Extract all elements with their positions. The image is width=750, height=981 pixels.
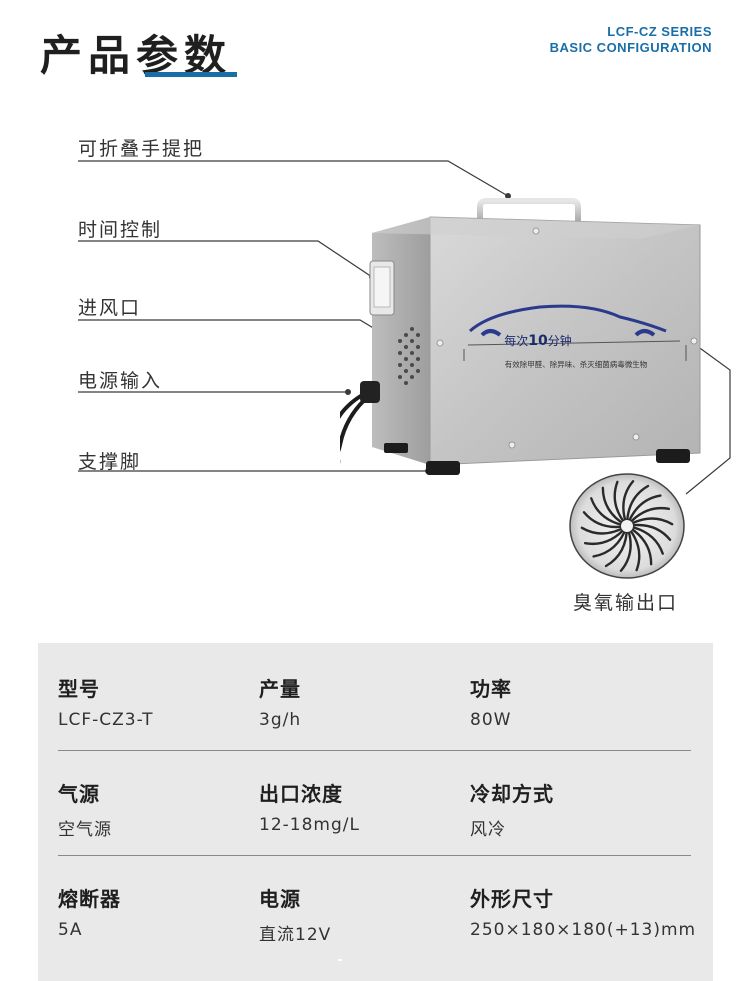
- spec-outlet-concentration: 出口浓度 12-18mg/L: [259, 778, 360, 835]
- spec-label: 型号: [58, 677, 100, 701]
- spec-value: 空气源: [58, 820, 112, 840]
- spec-label: 功率: [470, 677, 512, 701]
- spec-dimensions: 外形尺寸 250×180×180(+13)mm: [470, 883, 696, 940]
- title-underline: [145, 72, 237, 77]
- handle: [477, 198, 581, 230]
- leader-line-outlet: [685, 345, 731, 495]
- spec-power-supply: 电源 直流12V: [259, 883, 331, 945]
- spec-row: 气源 空气源 出口浓度 12-18mg/L 冷却方式 风冷: [38, 748, 713, 853]
- spec-power: 功率 80W: [470, 673, 512, 730]
- air-inlet-grille: [398, 327, 420, 385]
- spec-label: 熔断器: [58, 887, 121, 911]
- spec-row: 熔断器 5A 电源 直流12V 外形尺寸 250×180×180(+13)mm: [38, 853, 713, 958]
- feature-label-handle: 可折叠手提把: [78, 138, 205, 160]
- spec-model: 型号 LCF-CZ3-T: [58, 673, 154, 730]
- spec-label: 产量: [259, 677, 301, 701]
- decorative-mark: [338, 959, 342, 961]
- outlet-label: 臭氧输出口: [573, 592, 679, 614]
- feature-label-power-input: 电源输入: [78, 370, 163, 392]
- spec-value: 5A: [58, 920, 83, 940]
- spec-divider: [58, 855, 691, 856]
- spec-fuse: 熔断器 5A: [58, 883, 121, 940]
- spec-label: 气源: [58, 782, 100, 806]
- spec-label: 出口浓度: [259, 782, 343, 806]
- spec-cooling: 冷却方式 风冷: [470, 778, 554, 840]
- series-name: LCF-CZ SERIES: [607, 24, 712, 39]
- spec-panel: 型号 LCF-CZ3-T 产量 3g/h 功率 80W 气源 空气源 出口浓度 …: [38, 643, 713, 981]
- spec-value: 3g/h: [259, 710, 302, 730]
- spec-output: 产量 3g/h: [259, 673, 301, 730]
- spec-label: 外形尺寸: [470, 887, 554, 911]
- page-title: 产品参数: [40, 31, 233, 80]
- feature-label-timer: 时间控制: [78, 219, 163, 241]
- car-decal: [463, 304, 687, 361]
- spec-label: 冷却方式: [470, 782, 554, 806]
- decal-subtitle: 有效除甲醛、除异味、杀灭细菌病毒微生物: [505, 359, 648, 369]
- series-subtitle: BASIC CONFIGURATION: [549, 40, 712, 55]
- spec-value: 80W: [470, 710, 512, 730]
- ozone-generator-image: 每次10分钟 有效除甲醛、除异味、杀灭细菌病毒微生物: [340, 198, 701, 475]
- foot-left: [426, 461, 460, 475]
- decal-title: 每次10分钟: [504, 333, 572, 349]
- spec-value: 12-18mg/L: [259, 815, 360, 835]
- leader-line-timer: [78, 240, 373, 278]
- leader-line-handle: [78, 160, 509, 197]
- ozone-outlet-closeup: [569, 473, 685, 579]
- foot-right: [656, 449, 690, 463]
- spec-value: 风冷: [470, 820, 506, 840]
- spec-value: LCF-CZ3-T: [58, 710, 154, 730]
- spec-value: 直流12V: [259, 925, 332, 945]
- spec-row: 型号 LCF-CZ3-T 产量 3g/h 功率 80W: [38, 643, 713, 748]
- series-heading: LCF-CZ SERIES BASIC CONFIGURATION: [550, 24, 712, 56]
- feature-label-support-feet: 支撑脚: [78, 451, 142, 473]
- front-panel: [429, 216, 701, 466]
- power-cable: [340, 389, 372, 452]
- spec-value: 250×180×180(+13)mm: [470, 920, 697, 940]
- feature-label-air-inlet: 进风口: [78, 297, 142, 319]
- spec-gas-source: 气源 空气源: [58, 778, 112, 840]
- spec-divider: [58, 750, 691, 751]
- spec-label: 电源: [259, 887, 301, 911]
